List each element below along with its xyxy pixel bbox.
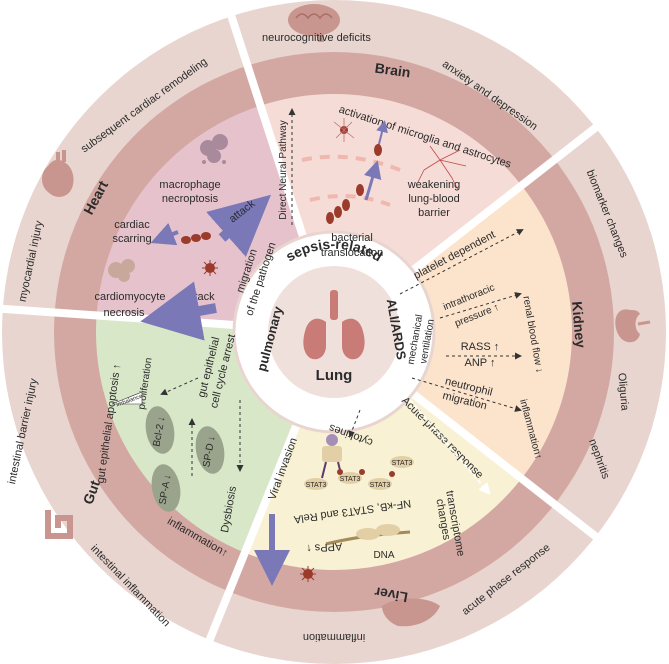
center-core (268, 266, 400, 398)
brain-pathway-label: Direct Neural Pathway (278, 120, 289, 219)
heart-necrosis: necrosis (104, 307, 145, 319)
liver-dna: DNA (373, 550, 394, 561)
kidney-sector (412, 185, 573, 479)
liver-icon (382, 598, 440, 627)
heart-macrophage: macrophage (159, 179, 220, 191)
gut-bcl2: Bcl-2 ↓ (151, 416, 167, 448)
brain-icon (288, 4, 340, 42)
astrocyte-icon (417, 145, 467, 191)
pathogen-icon (202, 260, 218, 276)
receptor-icon (321, 434, 343, 479)
gut-title: Gut (80, 478, 103, 506)
kidney-rass: RASS ↑ (461, 341, 500, 353)
pressure-arrow (439, 292, 522, 319)
bacteria-brain (326, 144, 382, 224)
lung-icon (303, 290, 365, 360)
gut-spd: SP-D ↓ (201, 435, 217, 468)
stat3-label-2: STAT3 (340, 476, 361, 483)
brain-weakening-3: barrier (418, 207, 450, 219)
liver-separator (410, 390, 600, 541)
gut-sector (95, 315, 297, 553)
scarring-arrow (150, 222, 179, 246)
center-organ-label: Lung (316, 367, 353, 384)
brain-sector (260, 94, 522, 271)
kidney-anp: ANP ↑ (465, 357, 496, 369)
brain-weakening-1: weakening (407, 179, 461, 191)
liver-outer-label-2: inflammation (303, 631, 365, 643)
brain-title: Brain (374, 60, 412, 81)
heart-sector (96, 105, 304, 326)
barrier-line-2 (309, 194, 391, 207)
heart-attack-2: attack (185, 291, 215, 303)
heart-cardiomyocyte: cardiomyocyte (95, 291, 166, 303)
cytokine-arrow (348, 409, 361, 438)
brain-outer-label-1: neurocognitive deficits (262, 32, 371, 44)
brain-bacterial: bacterial (331, 232, 373, 244)
necroptosis-icon (200, 134, 228, 164)
heart-scarring: scarring (112, 233, 151, 245)
spa-cell (151, 464, 181, 512)
stat3-dna-2 (376, 524, 400, 536)
stat3-dna-1 (356, 528, 380, 540)
gut-spa: SP-A ↓ (157, 474, 173, 506)
bcl2-cell (145, 406, 175, 454)
gut-separator (205, 423, 301, 644)
stat3-label-3: STAT3 (370, 482, 391, 489)
brain-translocation: translocation (321, 247, 383, 259)
imbalance-icon (111, 391, 143, 405)
kidney-separator (410, 123, 600, 274)
brain-migration-arrow-2 (376, 120, 388, 149)
stat3-label-1: STAT3 (306, 482, 327, 489)
microglia-icon (333, 118, 355, 142)
platelet-arrow (399, 229, 524, 295)
liver-apps: APPs ↑ (306, 540, 343, 554)
spd-cell (195, 426, 225, 474)
kidney-title: Kidney (569, 301, 589, 349)
cardiomyocyte-icon (108, 259, 135, 282)
virus-icon (300, 566, 316, 582)
heart-icon (42, 150, 74, 197)
attack-arrow-2 (140, 281, 217, 341)
intestine-icon (45, 510, 73, 539)
heart-necroptosis: necroptosis (162, 193, 219, 205)
stat3-label-4: STAT3 (392, 460, 413, 467)
bacteria-heart (181, 232, 211, 244)
heart-cardiac: cardiac (114, 219, 150, 231)
neutrophil-arrow (411, 377, 522, 412)
liver-title: Liver (373, 584, 409, 606)
brain-migration-arrow-1 (363, 160, 382, 201)
acute-phase-arrow (409, 399, 491, 496)
brain-weakening-2: lung-blood (408, 193, 459, 205)
cellcycle-arrow (160, 377, 199, 396)
brain-separator (226, 13, 307, 239)
stat3-proteins (304, 456, 414, 490)
attack-arrow-1 (206, 194, 271, 257)
kidney-icon (615, 309, 651, 343)
kidney-outer-label-2: Oliguria (615, 372, 630, 412)
